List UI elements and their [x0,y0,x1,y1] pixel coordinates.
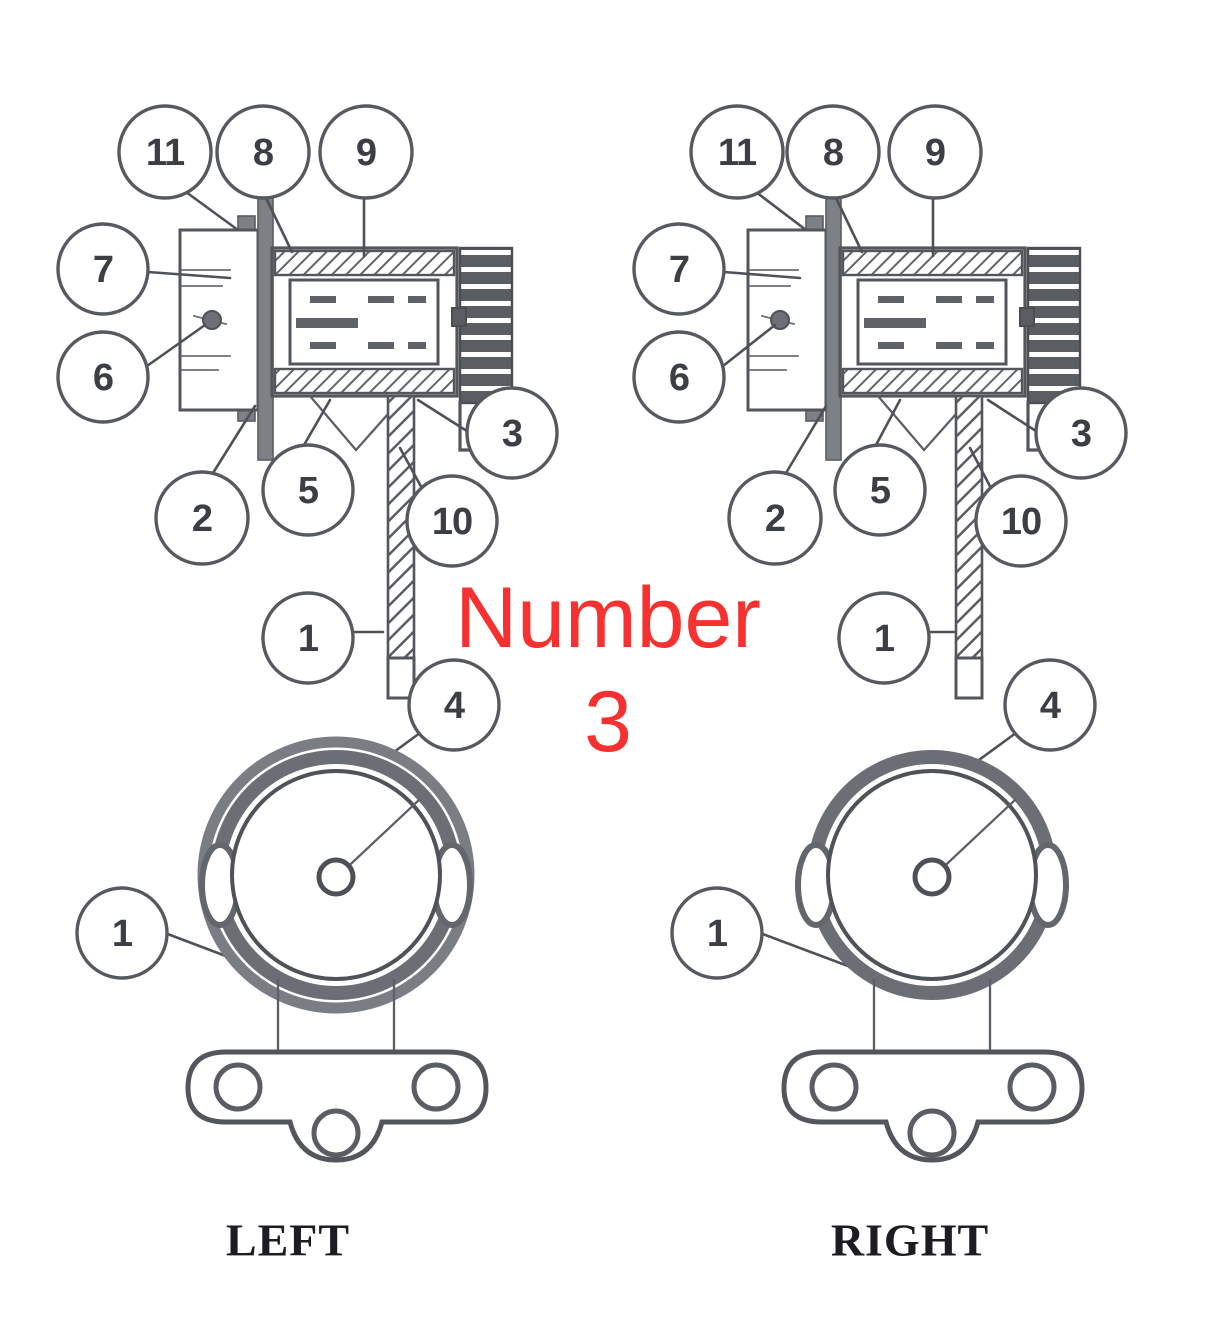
callout-label: 7 [93,249,113,291]
callout-label: 2 [765,498,785,540]
callout-balloon[interactable]: 9 [887,104,983,200]
callout-label: 1 [874,618,895,660]
callout-label: 10 [1001,501,1041,543]
callout-balloon[interactable]: 1 [261,591,355,685]
callout-balloon[interactable]: 2 [154,470,250,566]
callout-balloon[interactable]: 6 [56,330,150,424]
callout-label: 8 [253,132,273,174]
callout-label: 1 [298,618,319,660]
right-callouts: 11 8 9 7 6 3 2 [632,104,1128,980]
callout-balloon[interactable]: 5 [833,443,927,537]
callout-label: 5 [870,470,891,512]
callout-label: 8 [823,132,843,174]
caption-left: LEFT [226,1215,350,1266]
callout-balloon[interactable]: 1 [75,886,169,980]
annotation-line-1: Number [455,570,761,666]
callout-balloon[interactable]: 3 [1034,386,1128,480]
left-lower-flange [188,736,486,1160]
callout-label: 4 [1040,685,1061,727]
callout-label: 3 [502,413,522,455]
callout-balloon[interactable]: 3 [465,386,559,480]
callout-label: 9 [356,132,376,174]
callout-balloon[interactable]: 7 [632,222,726,316]
callout-balloon[interactable]: 1 [670,886,764,980]
callout-label: 6 [669,357,689,399]
callout-label: 7 [669,249,689,291]
annotation-line-2: 3 [584,674,632,770]
assembly-left: 11 8 9 7 6 3 2 [56,104,559,1160]
callout-balloon[interactable]: 9 [318,104,414,200]
callout-balloon[interactable]: 5 [261,443,355,537]
left-callouts: 11 8 9 7 6 3 2 [56,104,559,980]
callout-balloon[interactable]: 6 [632,330,726,424]
callout-balloon[interactable]: 4 [407,658,501,752]
callout-balloon[interactable]: 8 [215,104,311,200]
callout-label: 3 [1071,413,1091,455]
callout-balloon[interactable]: 11 [689,104,785,200]
callout-label: 10 [432,501,472,543]
callout-label: 2 [192,498,212,540]
callout-balloon[interactable]: 4 [1003,658,1097,752]
assembly-right: 11 8 9 7 6 3 2 [632,104,1128,1160]
callout-label: 11 [718,132,757,174]
callout-label: 4 [444,685,465,727]
callout-label: 1 [112,913,133,955]
callout-label: 5 [298,470,319,512]
callout-balloon[interactable]: 10 [974,474,1068,568]
callout-label: 9 [925,132,945,174]
callout-balloon[interactable]: 7 [56,222,150,316]
callout-balloon[interactable]: 11 [117,104,213,200]
captions: LEFT RIGHT [226,1215,989,1266]
right-leader-lines [721,190,1041,977]
red-annotation: Number 3 [455,570,761,770]
callout-label: 11 [146,132,185,174]
callout-label: 1 [707,913,728,955]
caption-right: RIGHT [831,1215,989,1266]
callout-balloon[interactable]: 10 [405,474,499,568]
callout-balloon[interactable]: 2 [727,470,823,566]
callout-balloon[interactable]: 8 [785,104,881,200]
callout-label: 6 [93,357,113,399]
callout-balloon[interactable]: 1 [837,591,931,685]
